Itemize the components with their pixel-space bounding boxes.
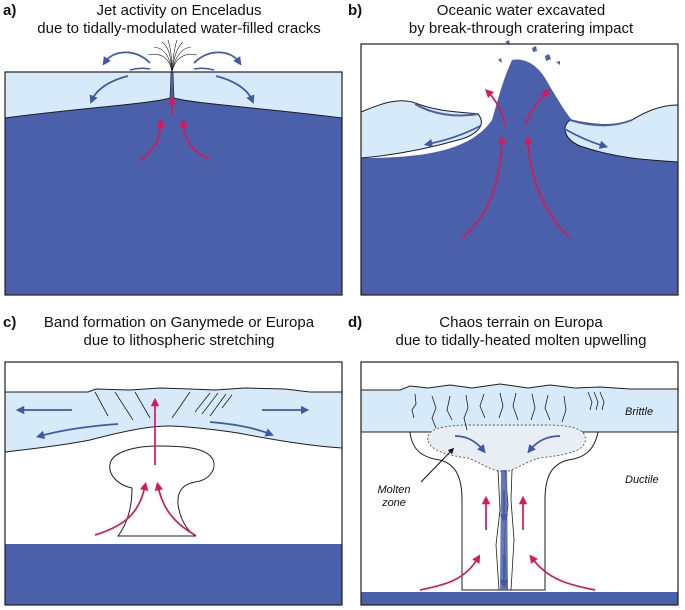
panel-d-red-upflow-arrows: [419, 495, 596, 591]
panel-a-jet-plume: [147, 39, 198, 73]
panel-a-frame: [4, 71, 343, 296]
panel-d-brittle-fractures: [411, 391, 605, 431]
panel-b-title: Oceanic water excavated by break-through…: [356, 2, 685, 38]
panel-d-title-line1: Chaos terrain on Europa: [439, 314, 603, 331]
panel-a-diagram: [4, 39, 343, 296]
panel-a-title-line1: Jet activity on Enceladus: [96, 2, 262, 19]
panel-c-frame: [4, 361, 343, 606]
panel-d-vertical-channel: [500, 470, 508, 590]
panel-b-letter: b): [348, 2, 363, 19]
panel-a-red-upflow-arrows: [139, 95, 211, 161]
panel-b-diagram: [360, 40, 679, 296]
panel-d-title: Chaos terrain on Europa due to tidally-h…: [356, 314, 685, 350]
panel-c-title-line2: due to lithospheric stretching: [83, 332, 275, 349]
panel-b-red-upflow-arrows: [461, 88, 571, 239]
panel-a-surface-deposits: [129, 67, 215, 71]
panel-b-left-ice-rim: [360, 100, 482, 159]
panel-a-crack: [169, 71, 175, 99]
panel-a-blue-lateral-arrows: [89, 51, 255, 104]
panel-c-faults: [94, 391, 233, 421]
panel-c-ocean: [5, 544, 342, 605]
molten-zone-label-line2: zone: [382, 497, 406, 509]
panel-d-diagram: [360, 361, 679, 606]
panel-c-title: Band formation on Ganymede or Europa due…: [14, 314, 344, 350]
panel-c-letter: c): [3, 314, 17, 331]
panel-a-title-line2: due to tidally-modulated water-filled cr…: [37, 20, 321, 37]
panel-c-blue-lateral-arrows: [15, 405, 310, 439]
panel-c-diagram: [4, 361, 343, 606]
panel-a-ocean: [5, 98, 342, 295]
panel-a-title: Jet activity on Enceladus due to tidally…: [14, 2, 344, 38]
panel-d-title-line2: due to tidally-heated molten upwelling: [395, 332, 647, 349]
panel-d-molten-pointer: [420, 447, 455, 483]
molten-zone-label: Molten zone: [371, 484, 417, 510]
panel-b-title-line2: by break-through cratering impact: [408, 20, 634, 37]
panel-a-letter: a): [3, 2, 17, 19]
panel-b-frame: [360, 43, 679, 296]
panel-d-letter: d): [348, 314, 363, 331]
panel-b-title-line1: Oceanic water excavated: [436, 2, 606, 19]
panel-d-frame: [360, 361, 679, 606]
panel-b-blue-lateral-arrows: [423, 125, 609, 149]
panel-b-right-ice-rim: [564, 104, 679, 163]
panel-b-ocean: [361, 59, 678, 295]
brittle-label: Brittle: [625, 406, 654, 418]
panel-d-blue-flow-arrows: [454, 435, 561, 589]
panel-c-ice-shell: [4, 387, 343, 453]
panel-d-ocean: [361, 592, 678, 605]
panel-c-mushroom-upwelling: [109, 445, 215, 537]
panel-d-molten-zone: [427, 424, 586, 473]
panel-c-title-line1: Band formation on Ganymede or Europa: [43, 314, 315, 331]
molten-zone-label-line1: Molten: [377, 484, 411, 496]
panel-c-red-upflow-arrows: [94, 397, 196, 536]
ductile-label: Ductile: [625, 474, 659, 486]
